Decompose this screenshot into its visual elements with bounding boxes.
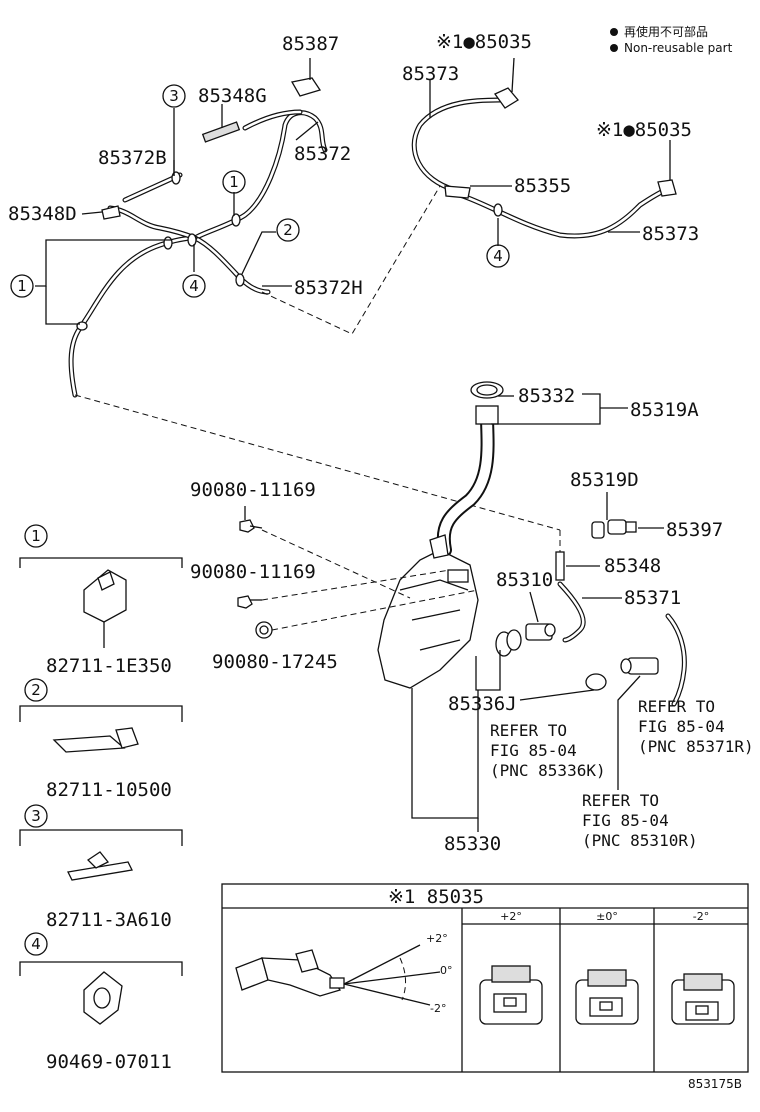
label-85372H: 85372H <box>294 277 363 299</box>
nozzle-variant-plus2 <box>479 965 543 1025</box>
svg-text:2: 2 <box>283 221 293 239</box>
angle-zero: 0° <box>440 964 453 977</box>
label-90080-11169-a: 90080-11169 <box>190 479 316 501</box>
nozzle-variant-zero <box>575 969 639 1025</box>
ref-85371R-line2: FIG 85-04 <box>638 717 725 736</box>
svg-text:2: 2 <box>31 681 41 699</box>
callout-1-top: 1 <box>222 170 246 194</box>
label-85397: 85397 <box>666 519 723 541</box>
part-85348 <box>555 551 565 581</box>
ref-85310R-line3: (PNC 85310R) <box>582 831 698 850</box>
callout-3-top: 3 <box>162 84 186 108</box>
nozzle-detail-box: ※1 85035 +2° ±0° -2° +2° 0° -2° <box>221 883 749 1073</box>
svg-text:4: 4 <box>493 247 503 265</box>
label-85035-b: ※1●85035 <box>596 119 692 141</box>
label-85330: 85330 <box>444 833 501 855</box>
label-85372: 85372 <box>294 143 351 165</box>
grommet-90080-17245 <box>255 621 273 639</box>
pump-85310 <box>525 623 556 641</box>
label-85348D: 85348D <box>8 203 77 225</box>
legend-bullet-icon <box>610 28 618 36</box>
washer-tank <box>377 381 504 689</box>
svg-text:1: 1 <box>229 173 239 191</box>
label-85373-b: 85373 <box>642 223 699 245</box>
clip-1-part-no: 82711-1E350 <box>46 655 172 677</box>
figure-id: 853175B <box>688 1077 742 1091</box>
label-85348: 85348 <box>604 555 661 577</box>
label-85373-a: 85373 <box>402 63 459 85</box>
clip-4-block: 4 90469-07011 <box>19 932 183 1073</box>
hose-assembly-right <box>411 87 677 239</box>
clip-3-block: 3 82711-3A610 <box>19 804 183 931</box>
ref-85336K-line3: (PNC 85336K) <box>490 761 606 780</box>
nozzle-variant-minus2 <box>671 973 735 1025</box>
label-85332: 85332 <box>518 385 575 407</box>
ref-85336K-line2: FIG 85-04 <box>490 741 577 760</box>
svg-text:3: 3 <box>31 807 41 825</box>
label-85336J: 85336J <box>448 693 517 715</box>
clip-3-part-no: 82711-3A610 <box>46 909 172 931</box>
ref-85371R-line1: REFER TO <box>638 697 715 716</box>
clip-2-block: 2 82711-10500 <box>19 678 183 801</box>
svg-text:1: 1 <box>31 527 41 545</box>
clip-1-block: 1 82711-1E350 <box>19 524 183 677</box>
detail-title: ※1 85035 <box>388 886 484 908</box>
svg-text:4: 4 <box>189 277 199 295</box>
label-85319D: 85319D <box>570 469 639 491</box>
legend-nonreusable-en: Non-reusable part <box>624 41 733 55</box>
label-85372B: 85372B <box>98 147 167 169</box>
ref-85310R-line1: REFER TO <box>582 791 659 810</box>
label-85355: 85355 <box>514 175 571 197</box>
hose-assembly-left <box>68 77 328 398</box>
pump-85310R <box>620 657 659 675</box>
detail-col-zero: ±0° <box>596 910 618 923</box>
part-85319D <box>591 519 637 539</box>
svg-text:4: 4 <box>31 935 41 953</box>
detail-col-plus2: +2° <box>500 910 522 923</box>
label-85035-a: ※1●85035 <box>436 31 532 53</box>
label-90080-17245: 90080-17245 <box>212 651 338 673</box>
screw-90080-11169-a <box>239 519 263 533</box>
screw-90080-11169-b <box>237 595 262 609</box>
label-85371: 85371 <box>624 587 681 609</box>
svg-text:1: 1 <box>17 277 27 295</box>
angle-minus2: -2° <box>430 1002 446 1015</box>
clip-4-part-no: 90469-07011 <box>46 1051 172 1073</box>
label-85348G: 85348G <box>198 85 267 107</box>
label-90080-11169-b: 90080-11169 <box>190 561 316 583</box>
label-85387: 85387 <box>282 33 339 55</box>
label-85310: 85310 <box>496 569 553 591</box>
callout-4-top-right: 4 <box>486 244 510 268</box>
callout-2-top: 2 <box>276 218 300 242</box>
legend-nonreusable-jp: 再使用不可部品 <box>624 24 708 39</box>
angle-plus2: +2° <box>426 932 448 945</box>
callout-1-left: 1 <box>10 274 34 298</box>
detail-col-minus2: -2° <box>693 910 709 923</box>
ref-85371R-line3: (PNC 85371R) <box>638 737 754 756</box>
callout-4-top-left: 4 <box>182 274 206 298</box>
label-85319A: 85319A <box>630 399 699 421</box>
svg-text:3: 3 <box>169 87 179 105</box>
ref-85310R-line2: FIG 85-04 <box>582 811 669 830</box>
legend-bullet-icon <box>610 44 618 52</box>
clip-2-part-no: 82711-10500 <box>46 779 172 801</box>
ref-85336K-line1: REFER TO <box>490 721 567 740</box>
